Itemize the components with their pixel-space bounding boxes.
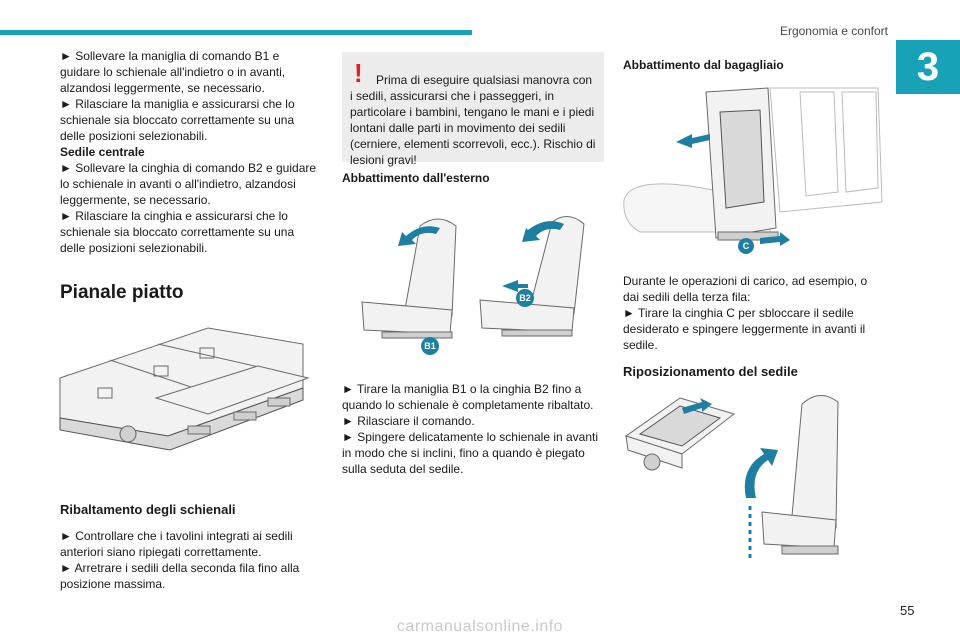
- section-title: Ergonomia e confort: [779, 24, 888, 38]
- paragraph: ► Controllare che i tavolini integrati a…: [60, 529, 293, 559]
- flat-floor-illustration: [59, 327, 310, 451]
- subheading: Sedile centrale: [60, 145, 145, 159]
- paragraph: ► Sollevare la maniglia di comando B1 e …: [60, 49, 286, 95]
- paragraph: ► Tirare la maniglia B1 o la cinghia B2 …: [342, 382, 594, 412]
- paragraph: ► Spingere delicatamente lo schienale in…: [342, 430, 599, 476]
- column-right-text: Durante le operazioni di carico, ad esem…: [623, 273, 885, 353]
- paragraph: ► Arretrare i sedili della seconda fila …: [60, 561, 300, 591]
- paragraph: Durante le operazioni di carico, ad esem…: [623, 274, 868, 304]
- seat-fold-outside-illustration: B1 B2: [361, 216, 585, 355]
- svg-text:B1: B1: [424, 341, 436, 351]
- warning-text: Prima di eseguire qualsiasi manovra con …: [350, 73, 596, 167]
- heading-ribaltamento: Ribaltamento degli schienali: [60, 502, 236, 517]
- page-number: 55: [900, 603, 915, 618]
- watermark: carmanualsonline.info: [396, 618, 564, 635]
- column-left: ► Sollevare la maniglia di comando B1 e …: [60, 48, 322, 256]
- heading-abbattimento-bagagliaio: Abbattimento dal bagagliaio: [623, 58, 784, 72]
- svg-text:B2: B2: [519, 293, 531, 303]
- paragraph: ► Rilasciare la cinghia e assicurarsi ch…: [60, 209, 295, 255]
- paragraph: ► Rilasciare la maniglia e assicurarsi c…: [60, 97, 295, 143]
- heading-abbattimento-esterno: Abbattimento dall'esterno: [342, 171, 490, 185]
- svg-text:C: C: [743, 241, 750, 251]
- chapter-tab: 3: [896, 40, 960, 94]
- paragraph: ► Tirare la cinghia C per sbloccare il s…: [623, 306, 866, 352]
- heading-riposizionamento: Riposizionamento del sedile: [623, 364, 798, 379]
- header-accent-bar: [0, 30, 472, 35]
- seat-fold-boot-illustration: C: [623, 87, 883, 254]
- badge-b1: B1: [421, 337, 439, 355]
- badge-c: C: [738, 238, 754, 254]
- heading-pianale-piatto: Pianale piatto: [60, 282, 184, 303]
- badge-b2: B2: [516, 289, 534, 307]
- column-middle-text: ► Tirare la maniglia B1 o la cinghia B2 …: [342, 381, 604, 477]
- column-left-bottom: ► Controllare che i tavolini integrati a…: [60, 528, 322, 592]
- paragraph: ► Sollevare la cinghia di comando B2 e g…: [60, 161, 317, 207]
- paragraph: ► Rilasciare il comando.: [342, 414, 475, 428]
- warning-box: ! Prima di eseguire qualsiasi manovra co…: [342, 52, 604, 167]
- seat-reposition-illustration: [624, 395, 839, 558]
- warning-icon: !: [354, 58, 363, 88]
